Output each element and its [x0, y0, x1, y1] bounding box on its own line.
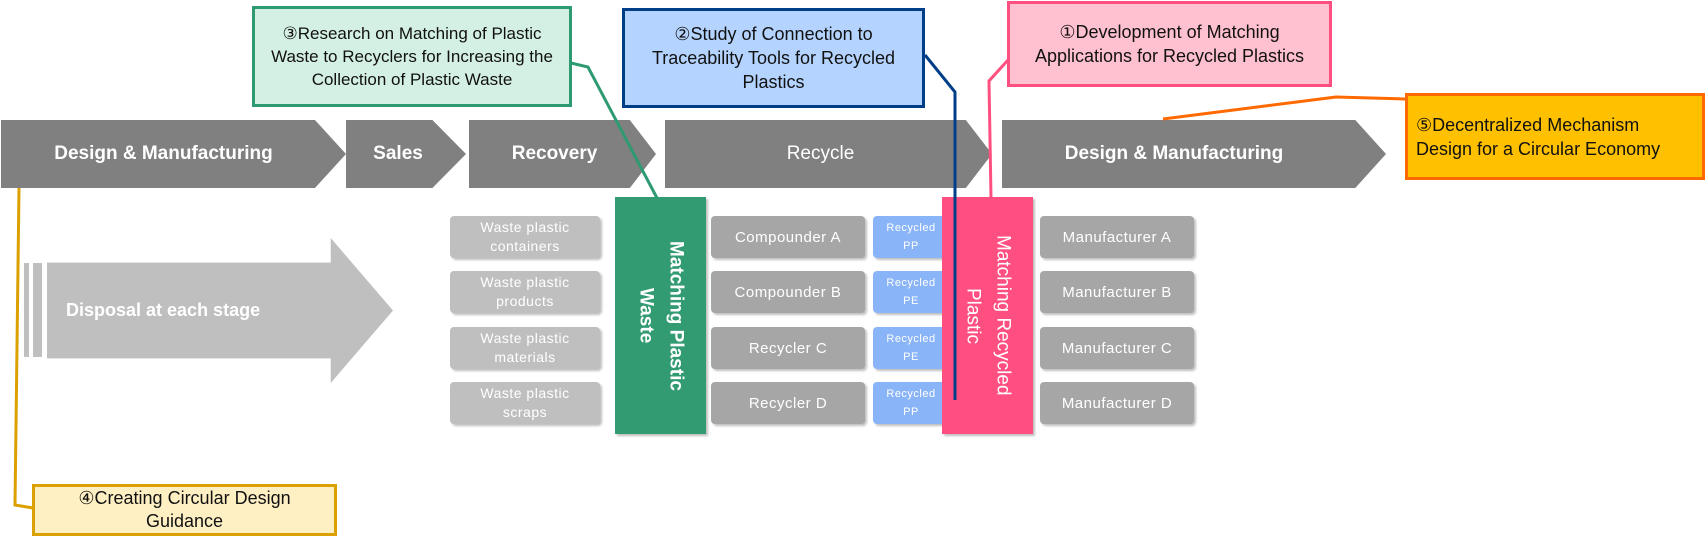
- manufacturer-label: Manufacturer B: [1062, 283, 1172, 301]
- callout-text: ③Research on Matching of Plastic Waste t…: [271, 24, 553, 89]
- recycled-material-pe: Recycled PE: [873, 271, 949, 313]
- manufacturer-label: Manufacturer A: [1062, 228, 1172, 246]
- recycled-material-label: Recycled PP: [886, 388, 936, 418]
- callout-text: ④Creating Circular Design Guidance: [78, 488, 291, 531]
- waste-item-scraps: Waste plastic scraps: [450, 382, 600, 424]
- waste-item-label: Waste plastic materials: [480, 330, 570, 365]
- matching-recycled-plastic-panel: Matching Recycled Plastic: [942, 197, 1033, 434]
- recycled-material-pp: Recycled PP: [873, 382, 949, 424]
- stage-recovery: Recovery: [469, 120, 656, 188]
- matching-recycled-plastic-label: Matching Recycled Plastic: [962, 235, 1014, 396]
- recycler-label: Recycler D: [748, 394, 828, 412]
- recycled-material-pe: Recycled PE: [873, 327, 949, 369]
- stage-recycle: Recycle: [665, 120, 992, 188]
- callout-text: ①Development of Matching Applications fo…: [1034, 22, 1305, 66]
- waste-item-products: Waste plastic products: [450, 271, 600, 313]
- recycled-material-label: Recycled PE: [886, 333, 936, 363]
- manufacturer-c: Manufacturer C: [1040, 327, 1194, 369]
- recycled-material-label: Recycled PE: [886, 277, 936, 307]
- waste-item-materials: Waste plastic materials: [450, 327, 600, 369]
- recycler-d: Recycler D: [711, 382, 865, 424]
- recycler-compounder-b: Compounder B: [711, 271, 865, 313]
- disposal-stripe: [24, 263, 29, 357]
- disposal-stripe: [33, 263, 42, 357]
- callout-3-research-matching-waste: ③Research on Matching of Plastic Waste t…: [252, 6, 572, 107]
- connector-c5: [1162, 95, 1406, 121]
- matching-plastic-waste-label: Matching Plastic Waste: [635, 240, 687, 391]
- manufacturer-a: Manufacturer A: [1040, 216, 1194, 258]
- recycler-compounder-a: Compounder A: [711, 216, 865, 258]
- stage-design-manufacturing: Design & Manufacturing: [1, 120, 346, 188]
- stage-sales: Sales: [346, 120, 466, 188]
- waste-item-containers: Waste plastic containers: [450, 216, 600, 258]
- callout-4-circular-design-guidance: ④Creating Circular Design Guidance: [32, 484, 337, 536]
- recycler-label: Compounder B: [734, 283, 842, 301]
- manufacturer-label: Manufacturer D: [1061, 394, 1173, 412]
- stage-label: Design & Manufacturing: [1064, 143, 1284, 164]
- waste-item-label: Waste plastic scraps: [480, 385, 570, 420]
- stage-label: Sales: [373, 143, 423, 164]
- manufacturer-d: Manufacturer D: [1040, 382, 1194, 424]
- callout-1-matching-applications: ①Development of Matching Applications fo…: [1007, 1, 1332, 87]
- recycled-material-label: Recycled PP: [886, 222, 936, 252]
- recycler-label: Compounder A: [734, 228, 842, 246]
- stage-label: Design & Manufacturing: [54, 143, 273, 164]
- disposal-label: Disposal at each stage: [66, 300, 261, 320]
- callout-2-traceability-tools: ②Study of Connection to Traceability Too…: [622, 8, 925, 108]
- manufacturer-label: Manufacturer C: [1061, 339, 1173, 357]
- disposal-arrow: Disposal at each stage: [24, 238, 394, 383]
- callout-text: ⑤Decentralized Mechanism Design for a Ci…: [1416, 114, 1661, 159]
- waste-item-label: Waste plastic containers: [480, 219, 570, 254]
- callout-5-decentralized-mechanism: ⑤Decentralized Mechanism Design for a Ci…: [1405, 93, 1705, 180]
- stage-label: Recycle: [786, 143, 855, 164]
- recycler-label: Recycler C: [748, 339, 828, 357]
- manufacturer-b: Manufacturer B: [1040, 271, 1194, 313]
- waste-item-label: Waste plastic products: [480, 274, 570, 309]
- stage-design-manufacturing-2: Design & Manufacturing: [1002, 120, 1386, 188]
- matching-plastic-waste-panel: Matching Plastic Waste: [615, 197, 706, 434]
- callout-text: ②Study of Connection to Traceability Too…: [651, 24, 896, 92]
- stage-label: Recovery: [511, 143, 598, 164]
- recycler-c: Recycler C: [711, 327, 865, 369]
- recycled-material-pp: Recycled PP: [873, 216, 949, 258]
